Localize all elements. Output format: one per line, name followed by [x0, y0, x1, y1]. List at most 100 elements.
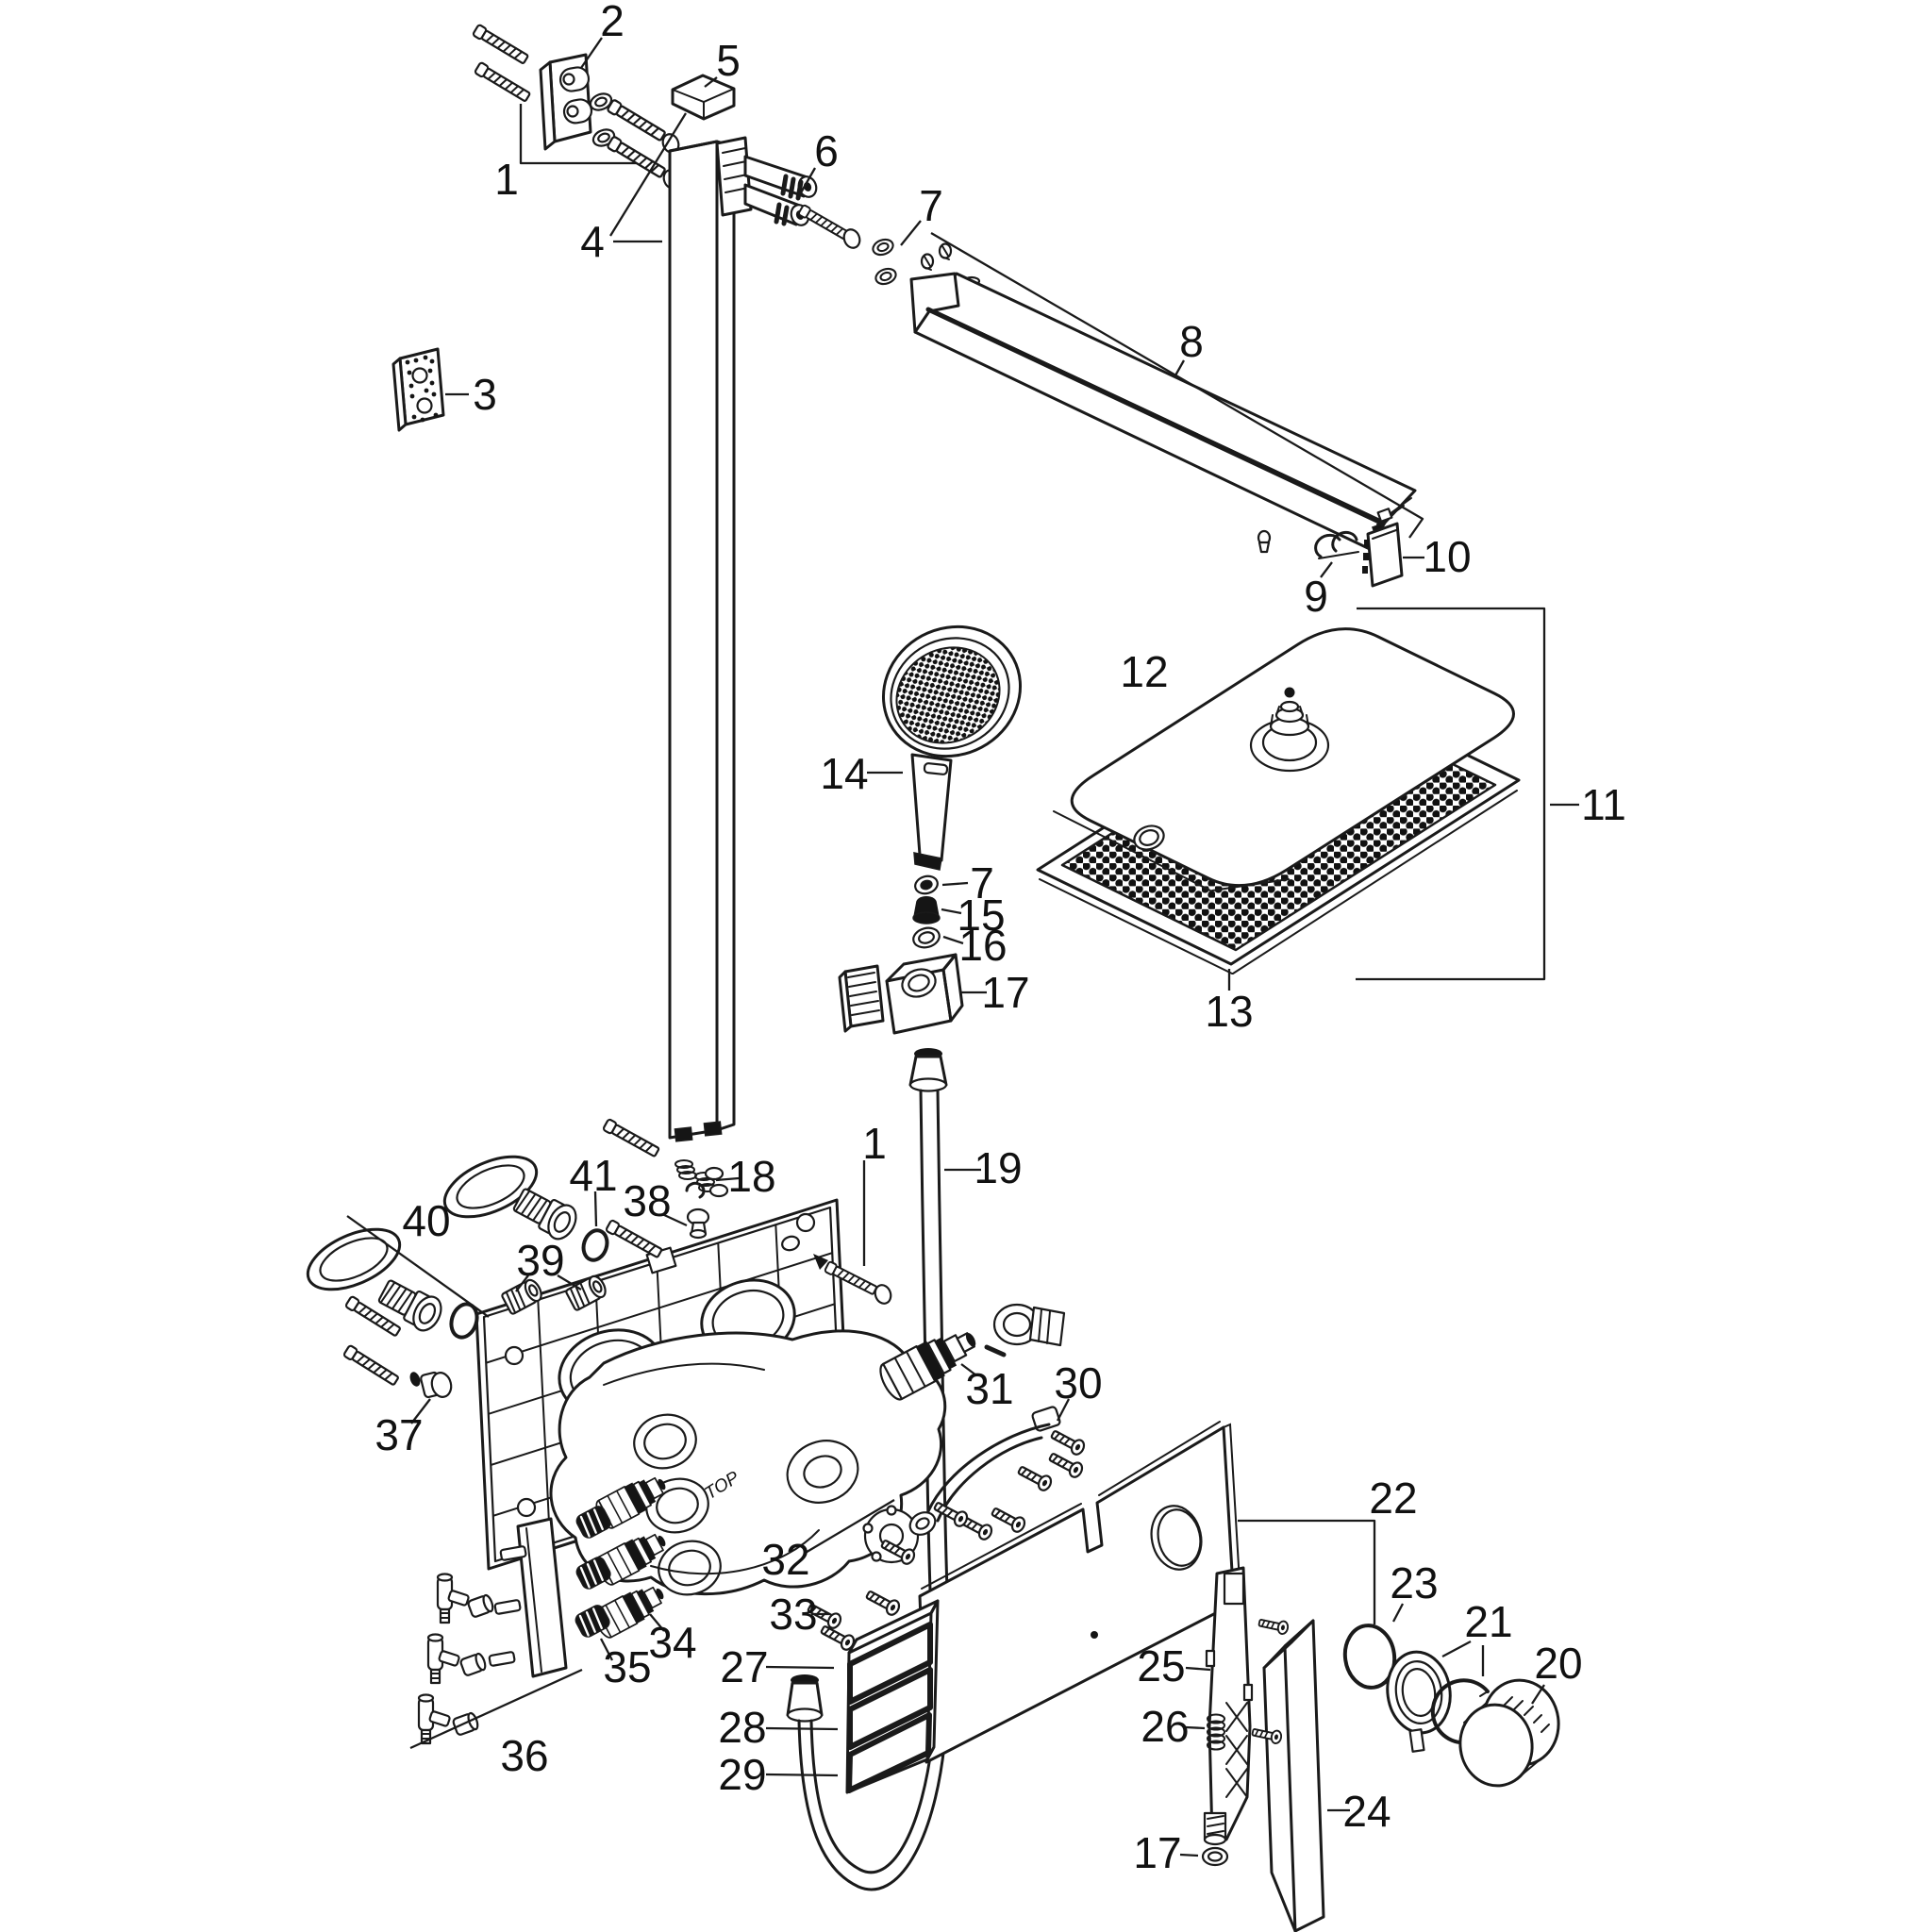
cover-strip — [1250, 1615, 1325, 1932]
shower-column — [668, 140, 736, 1142]
callout-25: 25 — [1137, 1641, 1185, 1690]
outlet-valve-38 — [685, 1181, 710, 1240]
callout-23: 23 — [1390, 1558, 1438, 1607]
thermo-cartridge — [879, 1332, 976, 1401]
spring-26 — [1207, 1713, 1225, 1751]
leader-line-15 — [941, 908, 962, 915]
callout-30: 30 — [1054, 1358, 1102, 1407]
cartridge-caps — [575, 1506, 611, 1638]
callout-28: 28 — [718, 1703, 766, 1752]
leader-line-41 — [593, 1191, 598, 1227]
callout-4: 4 — [580, 217, 605, 266]
callout-9: 9 — [1304, 572, 1328, 621]
leader-line-37 — [410, 1398, 431, 1424]
callout-32: 32 — [761, 1535, 809, 1584]
oring-41 — [581, 1228, 609, 1262]
callout-40: 40 — [402, 1196, 450, 1245]
callout-21: 21 — [1464, 1597, 1512, 1646]
callout-22: 22 — [1369, 1474, 1417, 1523]
callout-12: 12 — [1120, 647, 1168, 696]
leader-line-29 — [765, 1773, 839, 1777]
arm-endcap — [1362, 522, 1404, 588]
callout-34: 34 — [648, 1618, 696, 1667]
callout-16: 16 — [958, 921, 1007, 970]
function-unit — [1203, 1566, 1254, 1846]
top-plate-nozzle — [1249, 687, 1330, 773]
callout-24: 24 — [1342, 1787, 1391, 1836]
callout-13: 13 — [1205, 987, 1253, 1036]
callout-26: 26 — [1141, 1702, 1189, 1751]
arm-grub-screw — [1257, 529, 1272, 554]
valve-rail-36 — [417, 1517, 568, 1745]
callout-41: 41 — [569, 1151, 617, 1200]
callout-15: 15 — [957, 891, 1005, 940]
callout-19: 19 — [974, 1143, 1022, 1192]
callout-7: 7 — [919, 181, 943, 230]
callout-14: 14 — [820, 749, 868, 798]
leader-line-25 — [1185, 1666, 1211, 1672]
oring-23 — [1342, 1624, 1397, 1690]
callout-6: 6 — [814, 126, 839, 175]
rail-knobs — [452, 1593, 494, 1736]
callout-38: 38 — [623, 1176, 671, 1225]
wall-anchor-studs — [471, 23, 532, 104]
callout-35: 35 — [603, 1642, 651, 1691]
callout-1: 1 — [862, 1119, 887, 1168]
flange-ring-top — [442, 1155, 539, 1219]
leader-line-39 — [515, 1274, 529, 1292]
callout-31: 31 — [965, 1364, 1013, 1413]
leader-line-27 — [765, 1665, 835, 1670]
leader-line-22 — [1238, 1519, 1376, 1624]
leader-line-26 — [1185, 1725, 1206, 1730]
leader-line-6 — [799, 167, 816, 195]
callout-36: 36 — [500, 1731, 548, 1780]
flange-ring-left — [306, 1227, 402, 1291]
fitting-37 — [409, 1371, 453, 1399]
wall-bracket — [539, 53, 593, 151]
callout-20: 20 — [1534, 1639, 1582, 1688]
leader-line-17 — [1179, 1853, 1199, 1857]
leader-line-2 — [580, 37, 603, 69]
callout-7: 7 — [970, 858, 994, 908]
callout-3: 3 — [473, 370, 497, 419]
leader-line-7 — [941, 881, 969, 887]
plate-fixing-screw-arrow — [813, 1254, 892, 1305]
shower-arm — [909, 272, 1417, 551]
seal-ring — [912, 926, 941, 949]
leader-line-35 — [599, 1638, 614, 1661]
check-valve-insert — [912, 896, 941, 924]
mounting-plate-small — [391, 347, 445, 432]
leader-line-34 — [649, 1613, 665, 1632]
callout-10: 10 — [1423, 532, 1471, 581]
leader-line-21 — [1441, 1640, 1472, 1658]
leader-line-1 — [519, 104, 637, 165]
leader-line-5 — [704, 76, 718, 88]
callout-27: 27 — [720, 1642, 768, 1691]
leader-line-4 — [609, 112, 687, 237]
overhead-top-plate — [1053, 627, 1515, 891]
hose-loop-bottom — [786, 1674, 946, 1891]
callout-11: 11 — [1581, 780, 1626, 829]
callout-2: 2 — [600, 0, 625, 45]
callout-5: 5 — [716, 36, 741, 85]
leader-line-30 — [1056, 1398, 1071, 1422]
button-panel — [845, 1599, 940, 1794]
volume-cartridges — [593, 1476, 666, 1639]
hand-shower — [881, 625, 1023, 871]
callout-17: 17 — [1133, 1828, 1181, 1877]
rail-elbow-pipes — [417, 1573, 470, 1745]
spring-set-18 — [601, 1117, 729, 1260]
leader-line-18 — [715, 1176, 740, 1182]
leader-line-20 — [1531, 1684, 1545, 1705]
washer-17-bottom — [1201, 1846, 1229, 1867]
shower-holder — [838, 953, 964, 1035]
leader-line-23 — [1391, 1603, 1405, 1623]
callout-29: 29 — [718, 1750, 766, 1799]
leader-line-7 — [900, 220, 922, 246]
handshower-washer — [914, 874, 939, 895]
leader-line-32 — [803, 1499, 895, 1555]
leader-line-28 — [765, 1726, 839, 1731]
